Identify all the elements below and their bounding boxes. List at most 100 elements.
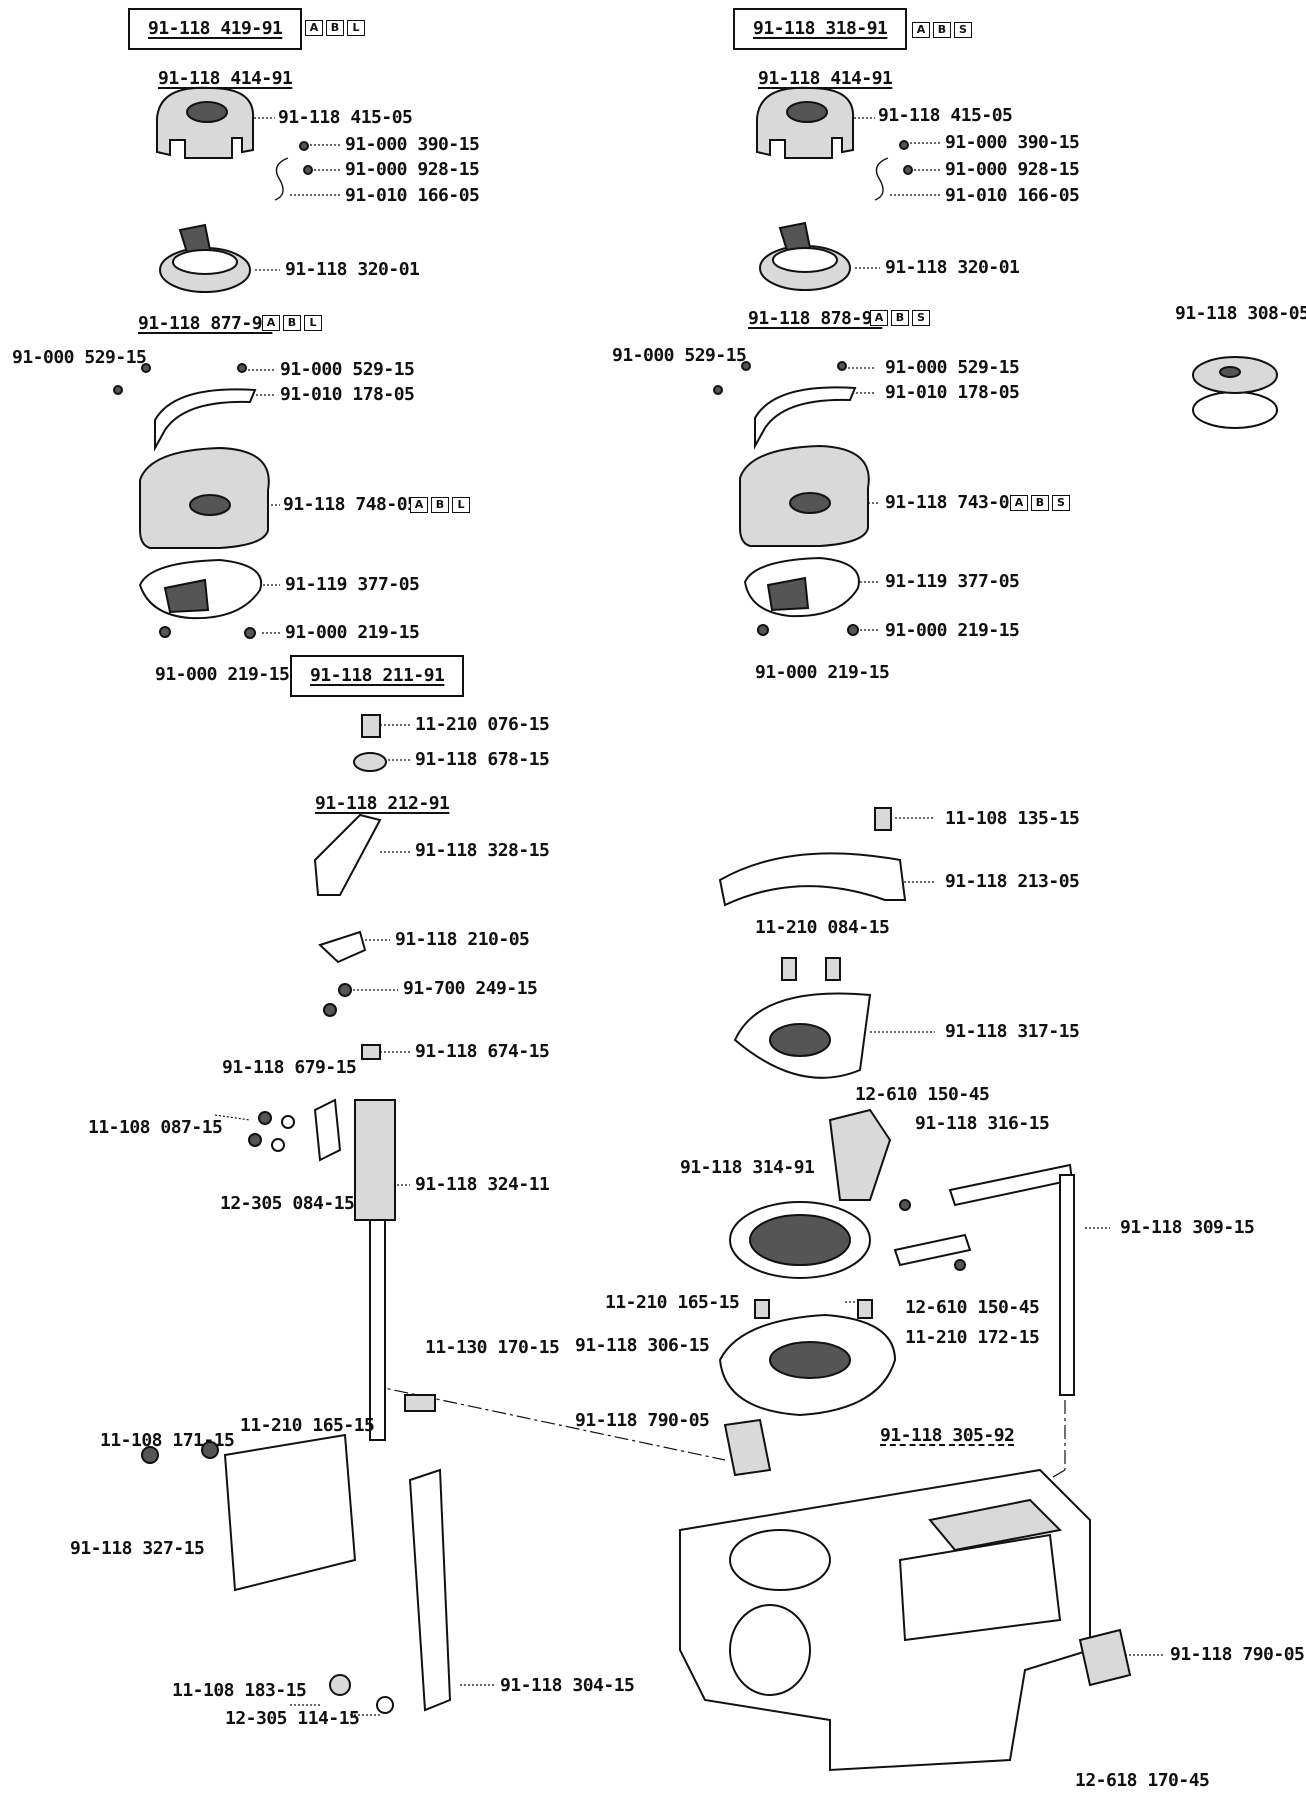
part-label: 91-118 324-11 xyxy=(415,1174,550,1195)
part-label: 91-118 674-15 xyxy=(415,1041,550,1062)
assembly-badges-right: A B S xyxy=(912,22,972,38)
part-label: 11-108 087-15 xyxy=(88,1117,223,1138)
part-label: 91-118 320-01 xyxy=(285,259,420,280)
arm-lever xyxy=(329,1468,452,1714)
plate-306 xyxy=(718,1299,897,1417)
part-label: 91-010 166-05 xyxy=(345,185,480,206)
badge-b: B xyxy=(283,315,301,331)
part-label: 91-118 415-05 xyxy=(278,107,413,128)
badge-l: L xyxy=(452,497,470,513)
part-label: 91-118 304-15 xyxy=(500,1675,635,1696)
part-label: 91-118 679-15 xyxy=(222,1057,357,1078)
hook-badges-left: A B L xyxy=(262,315,322,331)
screws-left-bottom xyxy=(159,626,256,639)
part-label: 91-000 390-15 xyxy=(945,132,1080,153)
badge-b: B xyxy=(891,310,909,326)
part-label: 11-108 171-15 xyxy=(100,1430,235,1451)
badge-b: B xyxy=(933,22,951,38)
bobbin-carrier-left xyxy=(159,223,251,293)
spring-left xyxy=(274,141,313,201)
bushing-790-a xyxy=(723,1418,772,1477)
group-label-hook-left: 91-118 877-91 xyxy=(138,313,273,334)
spring-right xyxy=(874,140,913,201)
part-label: 91-000 219-15 xyxy=(885,620,1020,641)
group-label-hook-right: 91-118 878-91 xyxy=(748,308,883,329)
part-label: 12-305 114-15 xyxy=(225,1708,360,1729)
part-label: 91-000 529-15 xyxy=(280,359,415,380)
group-label-opener-sub: 91-118 212-91 xyxy=(315,793,450,814)
badge-s: S xyxy=(1052,495,1070,511)
badge-a: A xyxy=(1010,495,1028,511)
part-label: 11-108 183-15 xyxy=(172,1680,307,1701)
part-label: 91-119 377-05 xyxy=(285,574,420,595)
badge-a: A xyxy=(410,497,428,513)
screws-084 xyxy=(781,957,841,981)
gib-right xyxy=(713,361,857,450)
part-label: 91-010 178-05 xyxy=(885,382,1020,403)
part-label: 91-000 928-15 xyxy=(345,159,480,180)
assembly-label-opener: 91-118 211-91 xyxy=(290,655,465,697)
part-label: 11-130 170-15 xyxy=(425,1337,560,1358)
part-label: 91-118 317-15 xyxy=(945,1021,1080,1042)
assembly-badges-left: A B L xyxy=(305,20,365,36)
part-label: 91-118 748-05 xyxy=(283,494,418,515)
retainer-left xyxy=(138,558,263,620)
group-label-hook-base: 91-118 305-92 xyxy=(880,1425,1015,1446)
hook-right xyxy=(739,444,870,547)
part-label: 91-118 415-05 xyxy=(878,105,1013,126)
group-label-bobbin-case-left: 91-118 414-91 xyxy=(158,68,293,89)
part-label: 91-700 249-15 xyxy=(403,978,538,999)
part-label: 91-118 328-15 xyxy=(415,840,550,861)
bobbin-case-left xyxy=(156,86,255,159)
plate-317 xyxy=(733,992,872,1079)
bobbin-carrier-right xyxy=(759,221,851,291)
badge-b: B xyxy=(1031,495,1049,511)
hook-badges-right: A B S xyxy=(870,310,930,326)
part-label: 91-118 309-15 xyxy=(1120,1217,1255,1238)
part-label: 11-210 084-15 xyxy=(755,917,890,938)
part-label: 91-000 219-15 xyxy=(285,622,420,643)
part-label: 11-108 135-15 xyxy=(945,808,1080,829)
part-label: 91-118 213-05 xyxy=(945,871,1080,892)
part-label: 91-118 327-15 xyxy=(70,1538,205,1559)
badge-s: S xyxy=(954,22,972,38)
part-label: 91-118 314-91 xyxy=(680,1157,815,1178)
badge-a: A xyxy=(870,310,888,326)
part-label: 91-010 166-05 xyxy=(945,185,1080,206)
part-label: 91-000 529-15 xyxy=(885,357,1020,378)
part-label: 91-000 529-15 xyxy=(12,347,147,368)
part-label: 12-610 150-45 xyxy=(855,1084,990,1105)
screws-right-bottom xyxy=(757,624,859,636)
retainer-right xyxy=(743,556,860,618)
part-label: 11-210 165-15 xyxy=(240,1415,375,1436)
part-label: 91-118 320-01 xyxy=(885,257,1020,278)
badge-b: B xyxy=(431,497,449,513)
part-label: 91-000 390-15 xyxy=(345,134,480,155)
part-label: 91-000 219-15 xyxy=(755,662,890,683)
part-label: 91-118 316-15 xyxy=(915,1113,1050,1134)
screw-135 xyxy=(874,807,892,831)
badge-a: A xyxy=(912,22,930,38)
bushing-790-b xyxy=(1078,1628,1132,1687)
assembly-label-right: 91-118 318-91 xyxy=(733,8,908,50)
part-label: 11-210 165-15 xyxy=(605,1292,740,1313)
part-label: 91-118 743-05 xyxy=(885,492,1020,513)
part-label: 91-118 210-05 xyxy=(395,929,530,950)
gib-213 xyxy=(718,852,907,907)
badge-l: L xyxy=(304,315,322,331)
part-label: 91-118 790-05 xyxy=(1170,1644,1305,1665)
badge-a: A xyxy=(262,315,280,331)
group-label-bobbin-case-right: 91-118 414-91 xyxy=(758,68,893,89)
part-label: 91-010 178-05 xyxy=(280,384,415,405)
part-label: 91-118 306-15 xyxy=(575,1335,710,1356)
part-label: 11-210 172-15 xyxy=(905,1327,1040,1348)
gib-left xyxy=(113,363,257,452)
part-label: 91-119 377-05 xyxy=(885,571,1020,592)
part-badges-743: A B S xyxy=(1010,495,1070,511)
part-label: 91-118 790-05 xyxy=(575,1410,710,1431)
badge-l: L xyxy=(347,20,365,36)
part-label: 12-610 150-45 xyxy=(905,1297,1040,1318)
badge-s: S xyxy=(912,310,930,326)
